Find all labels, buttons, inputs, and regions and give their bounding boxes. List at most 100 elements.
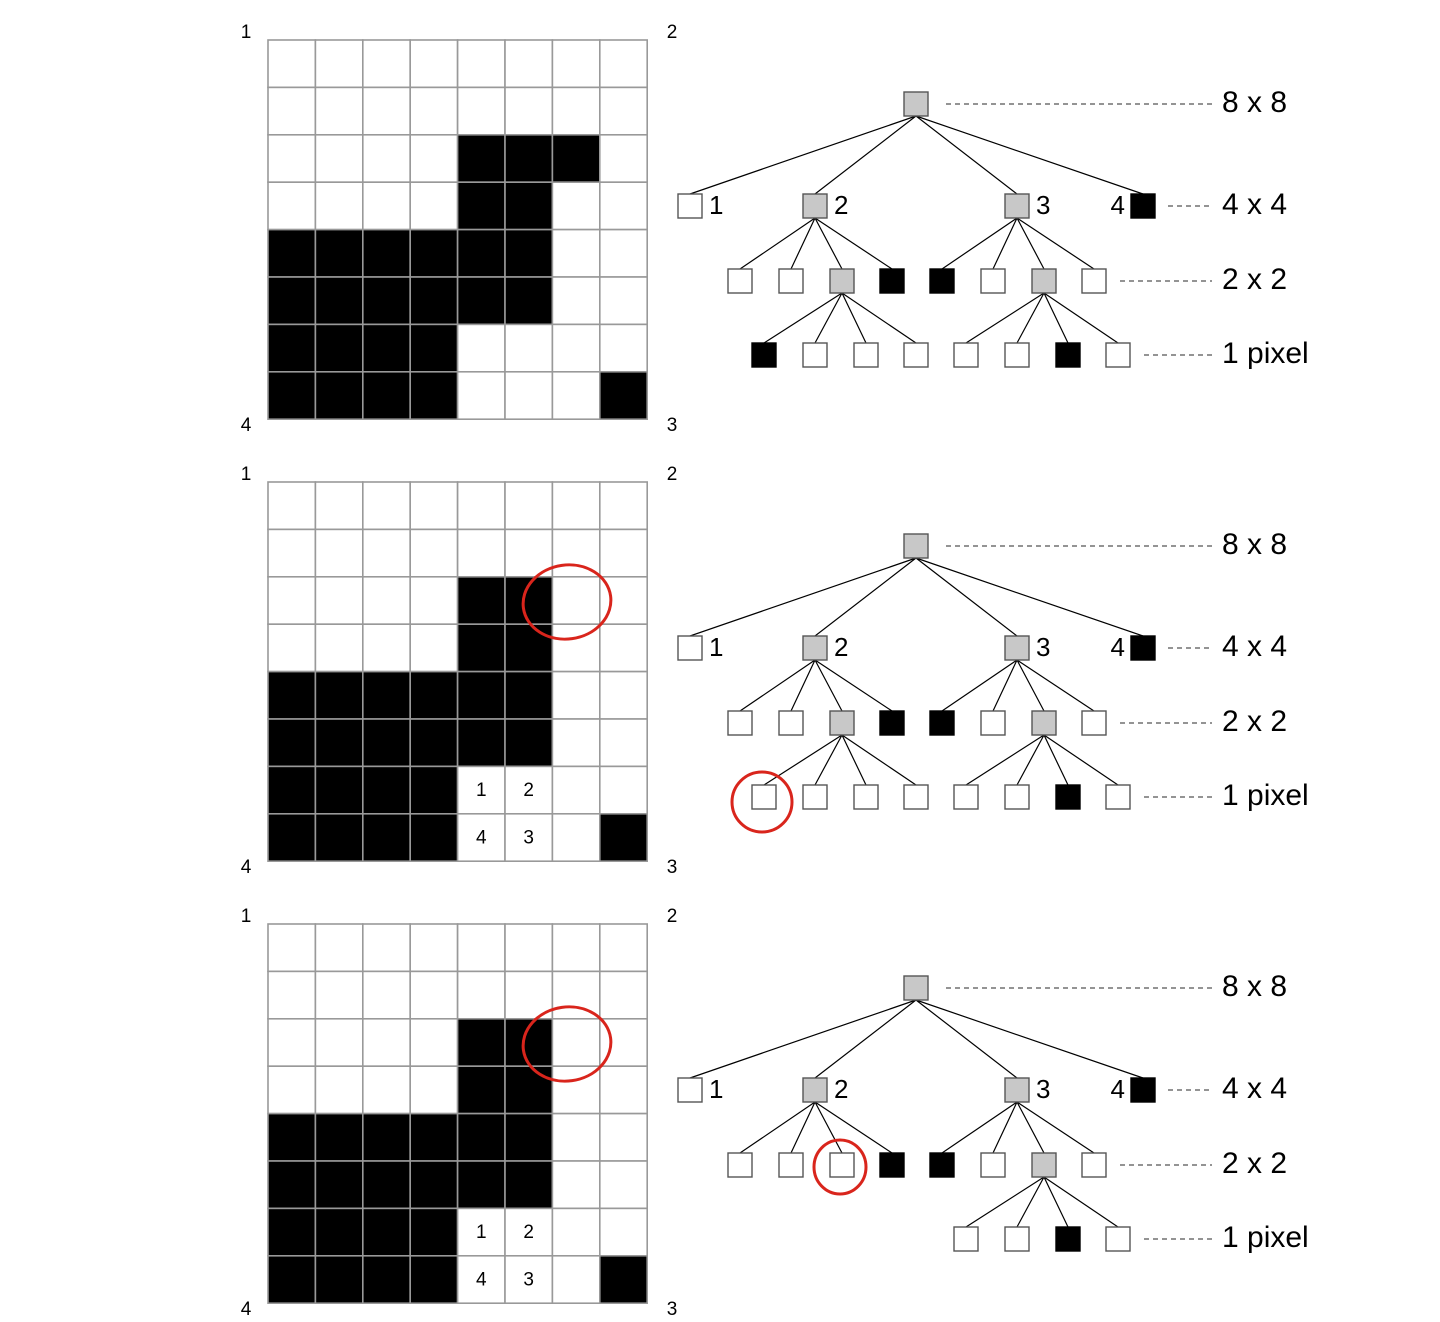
black-pixel xyxy=(456,181,506,231)
black-pixel xyxy=(456,718,506,768)
white-pixel xyxy=(409,575,459,625)
black-pixel xyxy=(267,370,317,420)
black-pixel xyxy=(267,1112,317,1162)
quadrant-node xyxy=(1004,1077,1030,1103)
white-pixel xyxy=(598,323,648,373)
pixel-node xyxy=(1055,784,1081,810)
white-pixel xyxy=(314,39,364,89)
level-label: 8 x 8 xyxy=(1222,528,1287,561)
pixel-grid xyxy=(267,39,648,420)
white-pixel xyxy=(361,575,411,625)
tree-edge xyxy=(965,1176,1045,1228)
pixel-node xyxy=(853,342,879,368)
white-pixel xyxy=(598,181,648,231)
level-label: 1 pixel xyxy=(1222,1221,1309,1254)
black-pixel xyxy=(598,1255,648,1305)
white-pixel xyxy=(267,575,317,625)
black-pixel xyxy=(409,323,459,373)
white-pixel xyxy=(456,765,506,815)
white-pixel xyxy=(409,481,459,531)
white-pixel xyxy=(267,923,317,973)
white-pixel xyxy=(314,181,364,231)
black-pixel xyxy=(361,323,411,373)
level-label: 2 x 2 xyxy=(1222,1147,1287,1180)
black-pixel xyxy=(267,812,317,862)
tree-edge xyxy=(689,999,917,1079)
white-pixel xyxy=(456,481,506,531)
pixel-node xyxy=(1004,342,1030,368)
cell-number-label: 4 xyxy=(476,1270,487,1291)
subquadrant-node xyxy=(829,268,855,294)
black-pixel xyxy=(504,276,554,326)
white-pixel xyxy=(267,86,317,136)
black-pixel xyxy=(504,134,554,184)
tree-edge xyxy=(814,557,917,637)
black-pixel xyxy=(456,228,506,278)
tree-root-node xyxy=(903,533,929,559)
tree-edge xyxy=(841,734,917,786)
cell-number-label: 4 xyxy=(476,828,487,849)
black-pixel xyxy=(314,670,364,720)
tree-edge xyxy=(814,999,917,1079)
subquadrant-node xyxy=(929,1152,955,1178)
pixel-node xyxy=(1055,1226,1081,1252)
white-pixel xyxy=(456,970,506,1020)
level-label: 8 x 8 xyxy=(1222,86,1287,119)
tree-edge xyxy=(1043,734,1119,786)
pixel-node xyxy=(751,342,777,368)
black-pixel xyxy=(314,276,364,326)
white-pixel xyxy=(551,481,601,531)
quadrant-label: 3 xyxy=(1036,632,1050,662)
tree-edges xyxy=(689,999,1144,1228)
black-pixel xyxy=(409,812,459,862)
corner-label: 3 xyxy=(667,1299,678,1320)
subquadrant-node xyxy=(1031,268,1057,294)
black-pixel xyxy=(551,134,601,184)
white-pixel xyxy=(267,181,317,231)
black-pixel xyxy=(409,276,459,326)
black-pixel xyxy=(504,718,554,768)
white-pixel xyxy=(409,39,459,89)
white-pixel xyxy=(551,1017,601,1067)
tree-edge xyxy=(814,217,893,270)
white-pixel xyxy=(267,528,317,578)
white-pixel xyxy=(361,970,411,1020)
black-pixel xyxy=(456,1065,506,1115)
tree-edge xyxy=(1043,734,1069,786)
tree-edge xyxy=(739,659,816,712)
tree-edge xyxy=(1043,292,1069,344)
white-pixel xyxy=(361,623,411,673)
subquadrant-node xyxy=(778,710,804,736)
white-pixel xyxy=(456,528,506,578)
white-pixel xyxy=(361,1065,411,1115)
cell-number-label: 1 xyxy=(476,1222,487,1243)
corner-label: 3 xyxy=(667,857,678,878)
pixel-node xyxy=(953,1226,979,1252)
white-pixel xyxy=(504,1207,554,1257)
subquadrant-node xyxy=(829,710,855,736)
black-pixel xyxy=(504,670,554,720)
black-pixel xyxy=(409,1207,459,1257)
white-pixel xyxy=(551,370,601,420)
tree-edge xyxy=(941,1101,1018,1154)
tree-edge xyxy=(790,217,816,270)
black-pixel xyxy=(598,812,648,862)
tree-edge xyxy=(689,557,917,637)
black-pixel xyxy=(361,670,411,720)
white-pixel xyxy=(409,1017,459,1067)
corner-label: 1 xyxy=(241,464,252,485)
black-pixel xyxy=(361,276,411,326)
tree-edge xyxy=(739,1101,816,1154)
white-pixel xyxy=(598,718,648,768)
black-pixel xyxy=(361,765,411,815)
quadrant-label: 4 xyxy=(1111,632,1125,662)
tree-root-node xyxy=(903,975,929,1001)
white-pixel xyxy=(456,812,506,862)
white-pixel xyxy=(598,923,648,973)
tree-edge xyxy=(689,115,917,195)
white-pixel xyxy=(598,528,648,578)
tree-edge xyxy=(1016,1101,1045,1154)
subquadrant-node xyxy=(879,1152,905,1178)
white-pixel xyxy=(551,86,601,136)
